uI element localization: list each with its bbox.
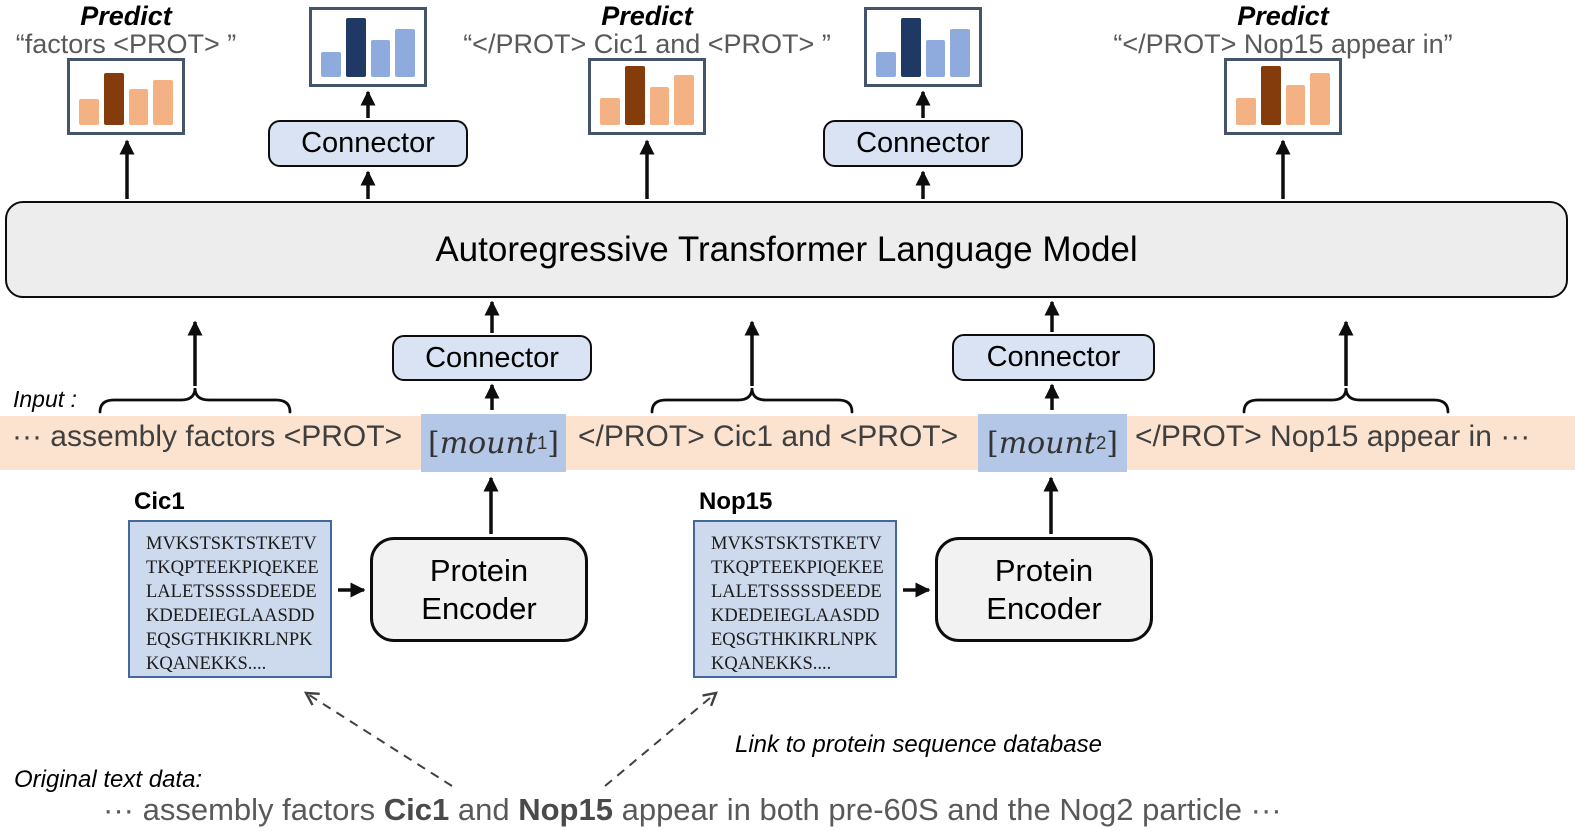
predict-quote: “factors <PROT> ” [15, 29, 237, 59]
original-text-part: and [449, 792, 519, 827]
chart-bar [876, 51, 896, 77]
chart-bar [128, 88, 149, 125]
token-distribution-chart-blue-1 [309, 7, 427, 87]
link-to-database-label: Link to protein sequence database [735, 731, 1102, 758]
predict-label: Predict [601, 1, 693, 31]
token-distribution-chart-orange-3 [1224, 58, 1342, 135]
protein-encoder-label: Protein Encoder [986, 552, 1102, 626]
chart-bar [900, 18, 921, 77]
chart-bar [624, 66, 645, 125]
predict-label: Predict [1237, 1, 1329, 31]
connector-box-bottom-2: Connector [952, 334, 1155, 381]
brace-span-3 [1242, 387, 1450, 414]
chart-bar [925, 40, 946, 77]
chart-bar [321, 51, 341, 77]
protein-encoder-box-2: Protein Encoder [935, 537, 1153, 642]
chart-bar [103, 72, 124, 125]
token-distribution-chart-blue-2 [864, 7, 982, 87]
chart-bar [395, 28, 415, 77]
chart-bar [1285, 85, 1306, 125]
bracket-close: ] [1106, 425, 1118, 461]
brace-span-2 [650, 387, 854, 414]
chart-bar [1236, 98, 1256, 125]
original-text-data-label: Original text data: [14, 766, 203, 793]
chart-bar [674, 75, 694, 125]
predict-quote: “</PROT> Cic1 and <PROT> ” [463, 29, 831, 59]
chart-bar [649, 86, 670, 125]
connector-label: Connector [856, 127, 990, 159]
chart-bar [345, 18, 366, 77]
connector-box-bottom-1: Connector [392, 335, 592, 381]
original-text-bold-cic1: Cic1 [383, 792, 450, 827]
input-label: Input : [13, 386, 77, 412]
input-text-segment-2: </PROT> Cic1 and <PROT> [578, 420, 959, 453]
connector-label: Connector [301, 127, 435, 159]
predict-label: Predict [80, 1, 172, 31]
chart-bar [600, 98, 620, 125]
protein-name-cic1: Cic1 [134, 488, 185, 515]
protein-encoder-label: Protein Encoder [421, 552, 537, 626]
original-text-part: ··· assembly factors [103, 792, 384, 827]
chart-bar [79, 99, 99, 125]
chart-bar [370, 40, 391, 77]
brace-span-1 [98, 387, 292, 414]
predict-quote: “</PROT> Nop15 appear in” [1113, 29, 1453, 59]
protein-name-nop15: Nop15 [699, 488, 773, 515]
chart-bar [950, 28, 970, 77]
connector-box-top-2: Connector [823, 120, 1023, 167]
chart-bar [1310, 72, 1330, 125]
language-model-box: Autoregressive Transformer Language Mode… [5, 201, 1568, 298]
predict-column-3: Predict “</PROT> Nop15 appear in” [1113, 2, 1452, 59]
connector-box-top-1: Connector [268, 120, 468, 167]
token-distribution-chart-orange-1 [67, 58, 185, 135]
connector-label: Connector [986, 341, 1121, 373]
bracket-open: [ [428, 425, 440, 461]
mount-word: mount [439, 425, 537, 461]
chart-bar [1260, 66, 1281, 125]
connector-label: Connector [425, 341, 559, 374]
original-text-sentence: ··· assembly factors Cic1 and Nop15 appe… [103, 792, 1282, 828]
bracket-close: ] [547, 425, 559, 461]
language-model-label: Autoregressive Transformer Language Mode… [435, 229, 1138, 269]
protein-encoder-box-1: Protein Encoder [370, 537, 588, 642]
input-text-segment-1: ··· assembly factors <PROT> [12, 420, 403, 453]
protein-sequence-box-nop15: MVKSTSKTSTKETV TKQPTEEKPIQEKEE LALETSSSS… [693, 520, 897, 678]
token-distribution-chart-orange-2 [588, 58, 706, 135]
mount-word: mount [998, 425, 1096, 461]
dashed-arrow-to-nop15-sequence [604, 691, 718, 787]
predict-column-2: Predict “</PROT> Cic1 and <PROT> ” [463, 2, 831, 59]
protein-sequence-box-cic1: MVKSTSKTSTKETV TKQPTEEKPIQEKEE LALETSSSS… [128, 520, 332, 678]
predict-column-1: Predict “factors <PROT> ” [16, 2, 237, 59]
bracket-open: [ [987, 425, 999, 461]
input-token-strip [0, 416, 1575, 470]
dashed-arrow-to-cic1-sequence [303, 691, 453, 787]
original-text-bold-nop15: Nop15 [518, 792, 613, 827]
original-text-part: appear in both pre-60S and the Nog2 part… [612, 792, 1282, 827]
input-text-segment-3: </PROT> Nop15 appear in ··· [1135, 420, 1531, 453]
chart-bar [153, 80, 173, 125]
